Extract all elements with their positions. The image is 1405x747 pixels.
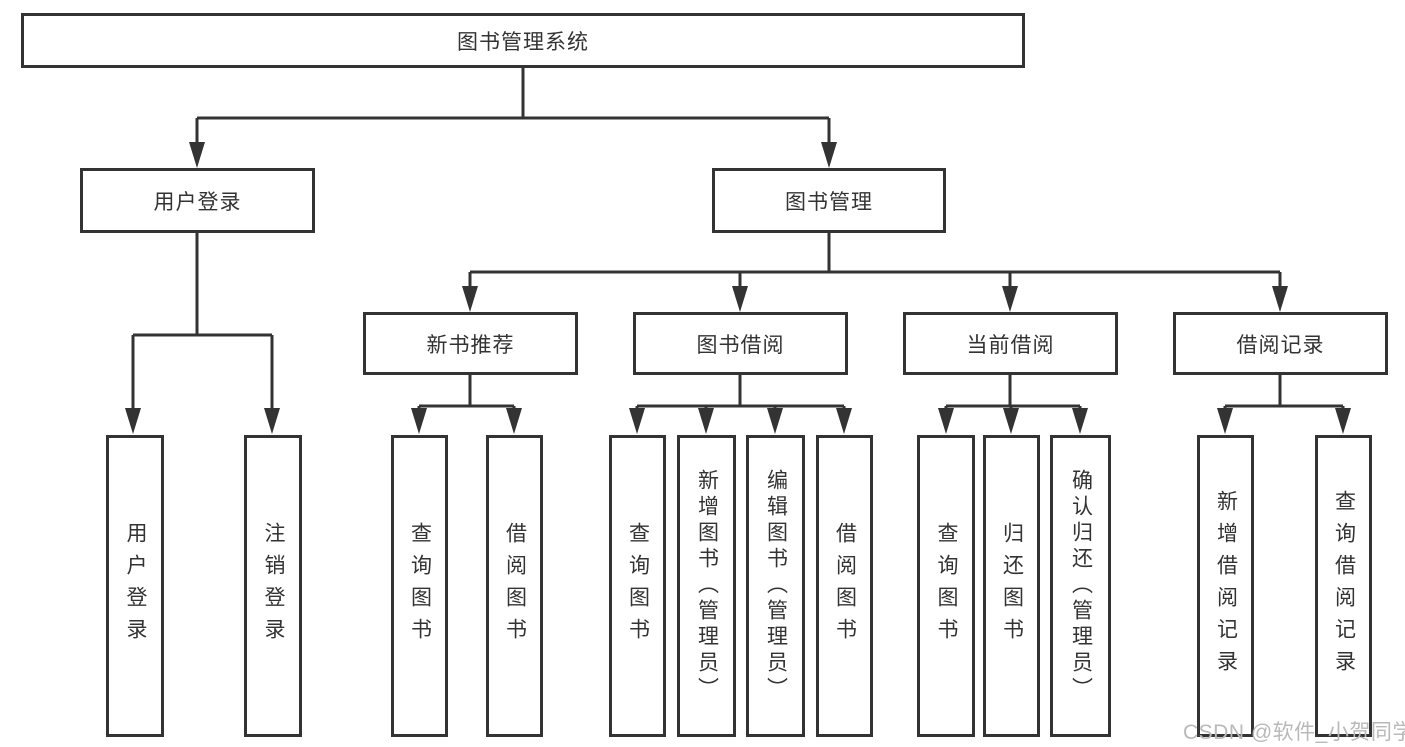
arrowhead <box>821 142 837 168</box>
arrowhead <box>411 408 427 434</box>
arrowhead <box>698 408 714 434</box>
leaf-edit-books-admin-label: 编辑图书（管理员） <box>764 469 788 703</box>
arrowhead <box>1002 286 1018 312</box>
leaf-borrowing-query-books: 查询图书 <box>609 435 666 737</box>
node-user-login-label: 用户登录 <box>153 190 242 214</box>
leaf-add-books-admin: 新增图书（管理员） <box>677 435 736 737</box>
arrowhead <box>189 142 205 168</box>
leaf-confirm-return-admin-label: 确认归还（管理员） <box>1069 469 1093 703</box>
leaf-newbooks-borrow-books: 借阅图书 <box>486 435 543 737</box>
node-borrow-records: 借阅记录 <box>1173 312 1388 375</box>
node-user-login: 用户登录 <box>80 168 315 233</box>
arrowhead <box>767 408 783 434</box>
node-book-borrowing: 图书借阅 <box>633 312 848 375</box>
node-current-borrowing-label: 当前借阅 <box>966 333 1055 357</box>
leaf-add-borrow-record: 新增借阅记录 <box>1197 435 1254 737</box>
leaf-current-query-books: 查询图书 <box>917 435 975 737</box>
connector-current-borrow-branch <box>938 375 1088 434</box>
leaf-user-login-label: 用户登录 <box>124 522 147 650</box>
arrowhead <box>732 286 748 312</box>
arrowhead <box>506 408 522 434</box>
leaf-add-borrow-record-label: 新增借阅记录 <box>1214 490 1238 682</box>
arrowhead <box>125 408 141 434</box>
leaf-borrowing-borrow-books: 借阅图书 <box>816 435 873 737</box>
leaf-edit-books-admin: 编辑图书（管理员） <box>746 435 805 737</box>
leaf-return-books: 归还图书 <box>983 435 1040 737</box>
arrowhead <box>836 408 852 434</box>
connector-book-borrow-branch <box>629 375 852 434</box>
arrowhead <box>462 286 478 312</box>
connector-new-books-branch <box>411 375 522 434</box>
leaf-current-query-books-label: 查询图书 <box>935 522 958 650</box>
node-book-management-label: 图书管理 <box>785 190 873 214</box>
arrowhead <box>629 408 645 434</box>
node-borrow-records-label: 借阅记录 <box>1236 333 1325 357</box>
csdn-watermark: CSDN @软件_小贺同学 <box>1183 721 1405 744</box>
node-root-library-system: 图书管理系统 <box>21 13 1025 68</box>
leaf-return-books-label: 归还图书 <box>1000 522 1024 650</box>
node-current-borrowing: 当前借阅 <box>903 312 1118 375</box>
leaf-query-borrow-record: 查询借阅记录 <box>1315 435 1372 737</box>
arrowhead <box>938 408 954 434</box>
arrowhead <box>1072 408 1088 434</box>
node-book-management: 图书管理 <box>712 168 946 233</box>
leaf-borrowing-borrow-books-label: 借阅图书 <box>833 522 857 650</box>
arrowhead <box>1003 408 1019 434</box>
arrowhead <box>264 408 280 434</box>
arrowhead <box>1217 408 1233 434</box>
connector-root-to-level2 <box>189 68 837 168</box>
leaf-user-login: 用户登录 <box>106 435 164 737</box>
leaf-logout: 注销登录 <box>244 435 302 737</box>
leaf-borrowing-query-books-label: 查询图书 <box>626 522 650 650</box>
node-new-book-recommend-label: 新书推荐 <box>426 333 515 357</box>
arrowhead <box>1272 286 1288 312</box>
leaf-confirm-return-admin: 确认归还（管理员） <box>1050 435 1111 737</box>
leaf-newbooks-query-books: 查询图书 <box>391 435 448 737</box>
node-new-book-recommend: 新书推荐 <box>363 312 578 375</box>
connector-book-mgmt-branch <box>462 233 1288 312</box>
leaf-add-books-admin-label: 新增图书（管理员） <box>695 469 719 703</box>
leaf-newbooks-query-books-label: 查询图书 <box>408 522 432 650</box>
node-root-label: 图书管理系统 <box>457 30 589 54</box>
leaf-newbooks-borrow-books-label: 借阅图书 <box>503 522 527 650</box>
leaf-logout-label: 注销登录 <box>262 522 285 650</box>
node-book-borrowing-label: 图书借阅 <box>696 333 785 357</box>
connector-borrow-records-branch <box>1217 375 1351 434</box>
connector-user-login-branch <box>125 233 280 434</box>
arrowhead <box>1335 408 1351 434</box>
leaf-query-borrow-record-label: 查询借阅记录 <box>1332 490 1356 682</box>
